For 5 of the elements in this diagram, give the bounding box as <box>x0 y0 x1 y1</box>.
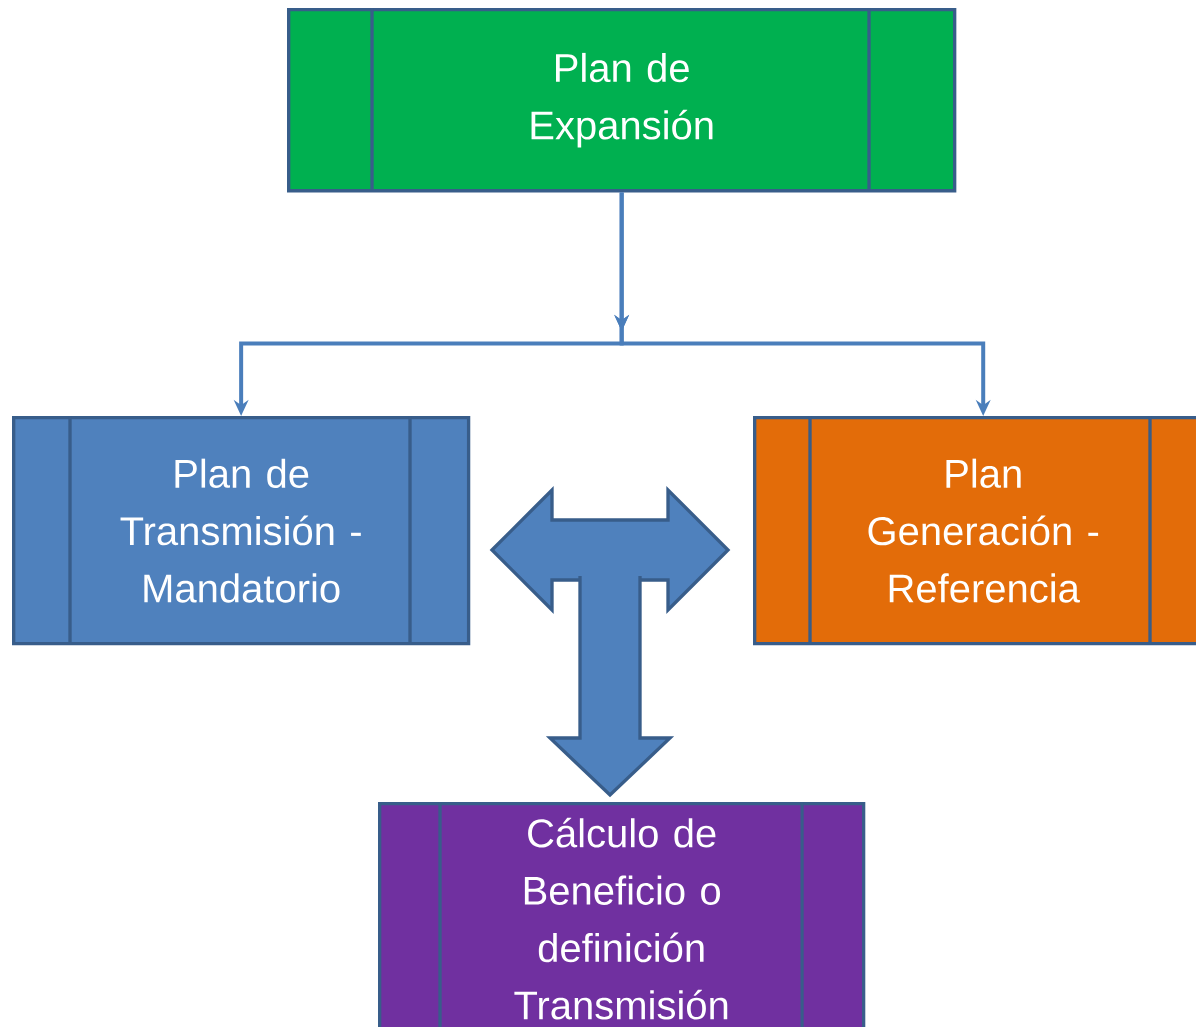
process-box: Plan de Expansión <box>287 8 957 193</box>
process-box: Plan de Transmisión - Mandatorio <box>12 416 471 646</box>
process-box: Plan Generación - Referencia <box>753 416 1196 646</box>
process-box: Cálculo de Beneficio o definición Transmisión <box>378 802 866 1027</box>
block-arrow <box>545 574 675 798</box>
